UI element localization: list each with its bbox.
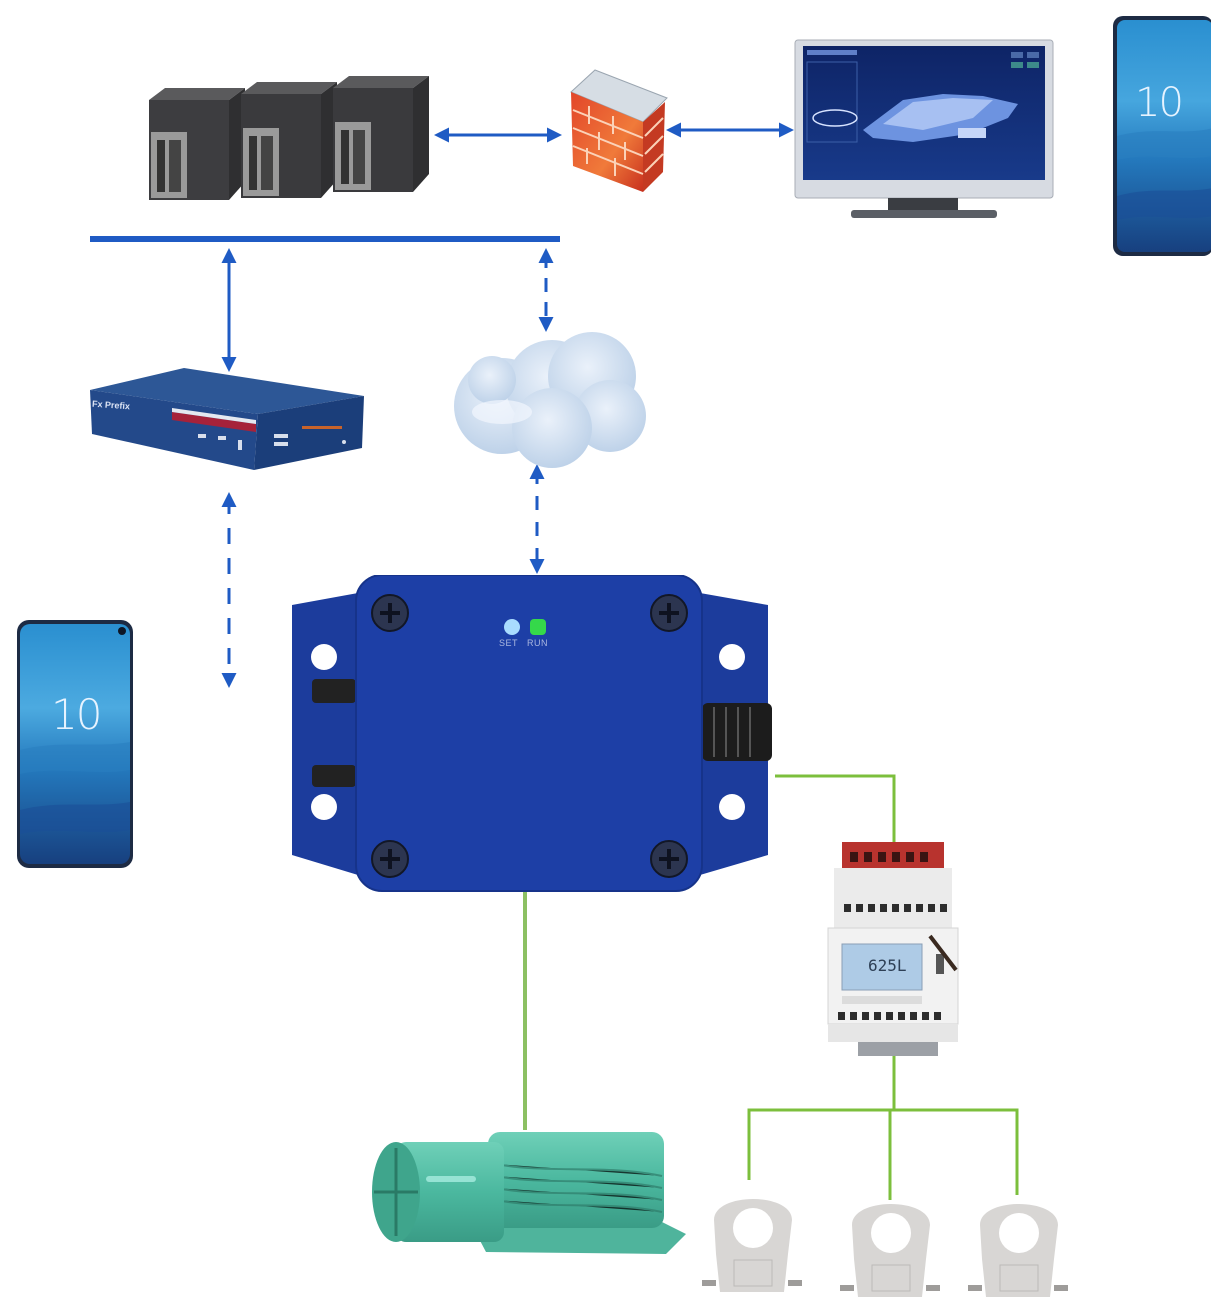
cloud[interactable]: Cloud — [442, 316, 654, 476]
run-led-label: RUN — [527, 638, 548, 648]
motor-icon — [372, 1132, 686, 1254]
router-icon — [90, 368, 364, 470]
smartphone-icon — [1113, 16, 1211, 256]
current-transformer-3[interactable]: Current transformer — [966, 1185, 1070, 1305]
firewall[interactable]: Firewall — [565, 66, 670, 196]
screw-icon — [649, 593, 689, 633]
current-transformer-1[interactable]: Current transformer — [700, 1180, 804, 1300]
wire-gateway-meter — [775, 774, 896, 843]
set-led-indicator — [504, 619, 520, 635]
set-led-label: SET — [499, 638, 519, 648]
meter-display-value: 625L — [868, 956, 907, 975]
wire-ct-bus — [747, 1108, 1019, 1195]
smartphone-top-right[interactable]: Smartphone 10 — [1113, 16, 1211, 256]
monitoring-display[interactable]: Monitoring display — [793, 38, 1055, 224]
screw-icon — [370, 839, 410, 879]
screw-icon — [649, 839, 689, 879]
server-cluster[interactable]: Server cluster — [145, 70, 435, 205]
current-transformer-icon — [968, 1204, 1068, 1297]
energy-meter[interactable]: DIN-rail energy meter 625L — [818, 840, 968, 1058]
electric-motor[interactable]: Electric motor — [366, 1124, 692, 1264]
monitor-icon — [794, 39, 1054, 218]
phone-screen-text: 10 — [1135, 80, 1184, 126]
server-rack-icon — [149, 76, 429, 200]
cloud-icon — [454, 332, 646, 468]
current-transformer-icon — [702, 1199, 802, 1292]
energy-meter-icon — [827, 842, 959, 1056]
current-transformer-icon — [840, 1204, 940, 1297]
firewall-icon — [570, 69, 668, 192]
network-router[interactable]: Network router Fx Prefix — [88, 366, 368, 476]
screw-icon — [370, 593, 410, 633]
run-led-indicator — [530, 619, 546, 635]
current-transformer-2[interactable]: Current transformer — [838, 1185, 942, 1305]
phone-screen-text: 10 — [51, 690, 102, 739]
smartphone-icon — [17, 620, 133, 868]
wireless-gateway[interactable]: Wireless gateway SET RUN — [284, 575, 774, 893]
gateway-box-icon — [292, 575, 772, 892]
smartphone-left[interactable]: Smartphone 10 — [17, 620, 133, 868]
